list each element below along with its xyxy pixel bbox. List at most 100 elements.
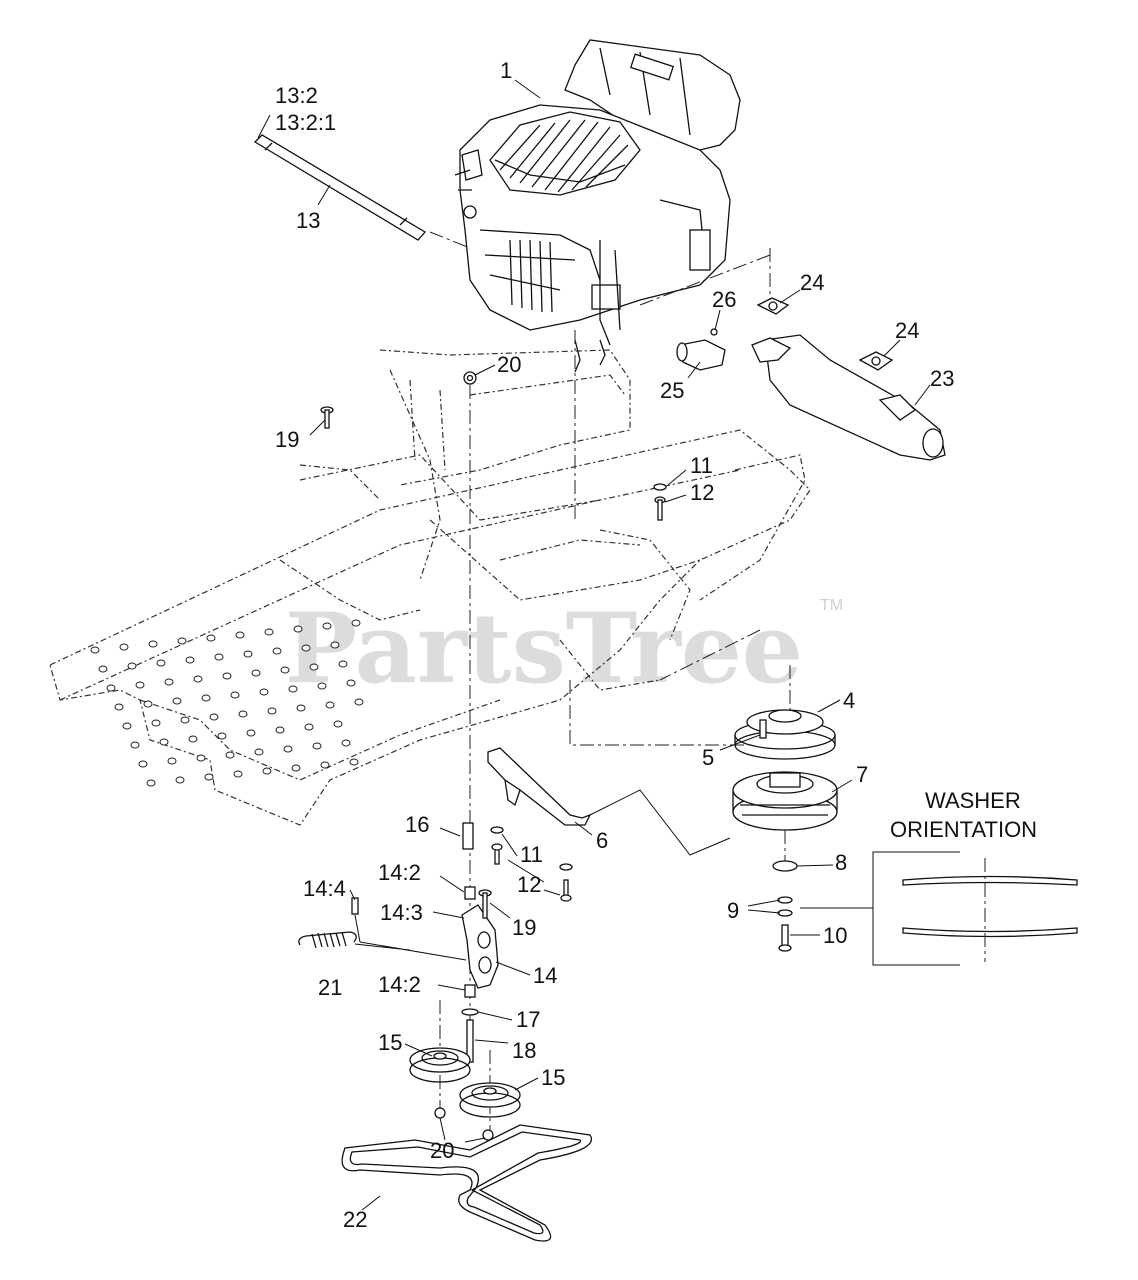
label-10: 10: [823, 923, 847, 948]
label-15-left: 15: [378, 1030, 402, 1055]
label-18: 18: [512, 1038, 536, 1063]
label-14: 14: [533, 963, 557, 988]
bolt-12-top: [654, 496, 666, 521]
label-6: 6: [596, 828, 608, 853]
floor-hole: [309, 663, 319, 671]
floor-hole: [330, 641, 340, 649]
chassis-frame: [49, 349, 811, 826]
floor-hole: [143, 700, 153, 708]
floor-hole: [304, 723, 314, 731]
label-12-lower: 12: [517, 872, 541, 897]
washer-8: [772, 860, 798, 872]
floor-hole: [167, 757, 177, 765]
floor-hole: [159, 738, 169, 746]
key-5: [759, 719, 767, 739]
floor-hole: [214, 653, 224, 661]
floor-hole: [243, 650, 253, 658]
pulley-4: [734, 709, 836, 760]
watermark-text: PartsTree: [285, 592, 803, 705]
floor-hole: [275, 726, 285, 734]
floor-hole: [293, 625, 303, 633]
spring-21: [298, 931, 357, 949]
floor-hole: [341, 739, 351, 747]
floor-hole: [98, 665, 108, 673]
floor-hole: [230, 691, 240, 699]
washer-11-top: [653, 483, 667, 491]
floor-hole: [122, 722, 132, 730]
pto-shaft: [253, 134, 427, 241]
nut-20-lower-a: [434, 1107, 446, 1119]
floor-hole: [238, 710, 248, 718]
callout-labels: 1 13:2 13:2:1 13 24 26 24 20 25 23 19 11…: [275, 58, 954, 1232]
label-20-upper: 20: [497, 352, 521, 377]
label-24-lower: 24: [895, 318, 919, 343]
floor-hole: [222, 672, 232, 680]
label-23: 23: [930, 366, 954, 391]
leader-lines: [257, 79, 931, 1211]
floor-hole: [188, 735, 198, 743]
floor-hole: [346, 679, 356, 687]
floor-hole: [312, 742, 322, 750]
floor-hole: [172, 697, 182, 705]
muffler: [751, 334, 946, 461]
label-8: 8: [835, 850, 847, 875]
label-11-lower: 11: [520, 842, 543, 867]
label-20-lower: 20: [430, 1138, 454, 1163]
label-12-upper: 12: [690, 480, 714, 505]
floor-hole: [246, 729, 256, 737]
nut-20-top: [463, 371, 477, 385]
floor-hole: [204, 773, 214, 781]
label-25: 25: [660, 378, 684, 403]
floor-hole: [264, 628, 274, 636]
label-16: 16: [405, 812, 429, 837]
washer-orientation-title-line2: ORIENTATION: [890, 817, 1037, 842]
belt-22: [341, 1124, 593, 1242]
exhaust-tube-25: [676, 339, 726, 371]
floor-hole: [135, 681, 145, 689]
floor-hole: [283, 745, 293, 753]
label-21: 21: [318, 975, 342, 1000]
floor-hole: [267, 707, 277, 715]
bushing-14-2-top: [464, 886, 476, 900]
label-4: 4: [843, 688, 855, 713]
label-13-2-1: 13:2:1: [275, 110, 336, 135]
floor-hole: [90, 646, 100, 654]
bolt-19-top: [320, 406, 334, 429]
label-22: 22: [343, 1207, 367, 1232]
label-19-lower: 19: [512, 915, 536, 940]
engine-alignment-lines: [574, 248, 771, 520]
screw-26: [710, 328, 718, 336]
bolt-14-4: [351, 897, 359, 915]
floor-hole: [164, 678, 174, 686]
label-15-right: 15: [541, 1065, 565, 1090]
washer-9a: [777, 896, 793, 904]
watermark-tm: TM: [820, 597, 843, 614]
floor-hole: [151, 719, 161, 727]
nut-20-lower-b: [482, 1129, 494, 1141]
floor-hole: [114, 703, 124, 711]
floor-hole: [175, 776, 185, 784]
gasket-24-upper: [756, 297, 790, 315]
floor-hole: [338, 660, 348, 668]
floor-hole: [320, 761, 330, 769]
idler-pulley-15b: [459, 1082, 521, 1118]
floor-hole: [119, 643, 129, 651]
floor-hole: [225, 751, 235, 759]
label-11-upper: 11: [690, 453, 713, 478]
floor-hole: [288, 685, 298, 693]
label-14-2-lower: 14:2: [378, 972, 421, 997]
floor-hole: [262, 767, 272, 775]
label-14-2-upper: 14:2: [378, 860, 421, 885]
floor-hole: [233, 770, 243, 778]
label-14-4: 14:4: [303, 876, 346, 901]
label-13-2: 13:2: [275, 83, 318, 108]
floor-hole: [322, 622, 332, 630]
floor-hole: [296, 704, 306, 712]
floor-hole: [148, 640, 158, 648]
floor-hole: [301, 644, 311, 652]
floor-hole: [130, 741, 140, 749]
gasket-24-lower: [858, 351, 894, 371]
floor-hole: [185, 656, 195, 664]
